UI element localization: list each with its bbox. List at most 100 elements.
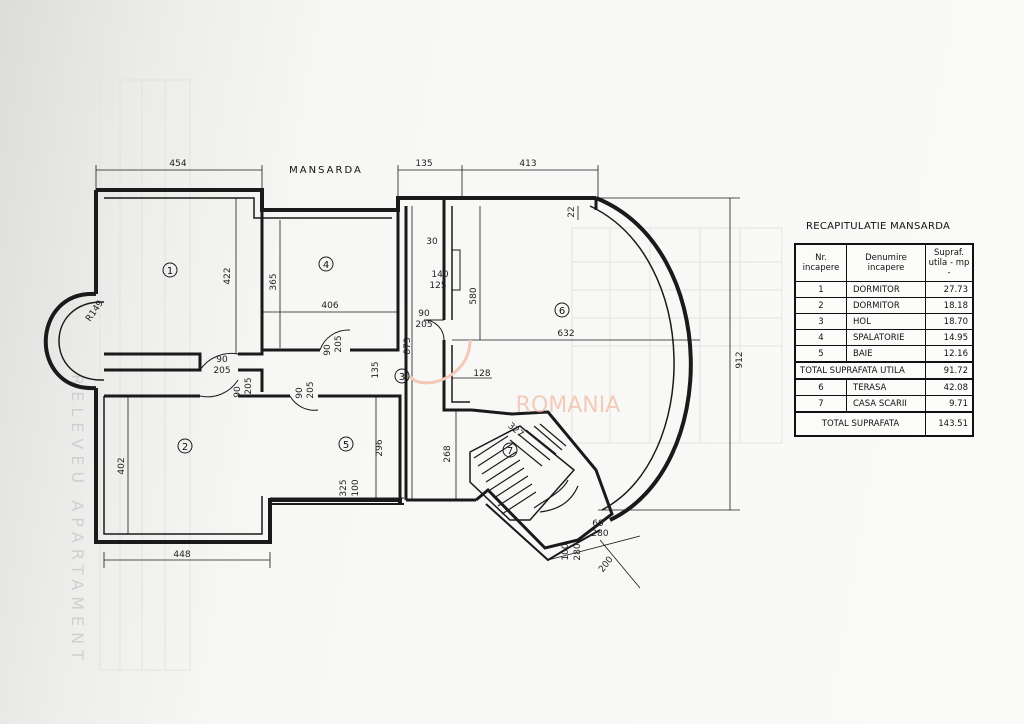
room-6-marker [554, 302, 570, 318]
dim-200: 200 [597, 555, 616, 575]
row-nr: 2 [794, 297, 847, 314]
dim-580: 580 [469, 287, 479, 304]
room-2-number: 2 [182, 442, 188, 453]
row-nr: 5 [794, 345, 847, 363]
dim-60: 60 [592, 519, 604, 529]
row-suprafata: 42.08 [925, 378, 974, 396]
dim-632: 632 [557, 329, 574, 339]
dim-296: 296 [375, 439, 385, 456]
room-1-number: 1 [167, 266, 173, 277]
row-denumire: HOL [846, 313, 926, 330]
dim-454: 454 [169, 159, 186, 169]
room-5-marker [338, 436, 354, 452]
room-7-marker [502, 442, 518, 458]
dim-door-w-hall: 90 [418, 309, 430, 319]
row-suprafata: 14.95 [925, 329, 974, 346]
room-4-marker [318, 256, 334, 272]
row-suprafata: 12.16 [925, 345, 974, 363]
recap-row: 2 DORMITOR 18.18 [794, 297, 974, 314]
row-denumire: CASA SCARII [846, 395, 926, 413]
dim-door-h-r1: 205 [213, 366, 230, 376]
room-7-number: 7 [507, 446, 513, 457]
dim-100-b: 100 [561, 543, 571, 560]
recap-header-row: Nr. incapere Denumire incapere Supraf. u… [794, 243, 974, 282]
room-6-number: 6 [559, 306, 565, 317]
dim-268: 268 [443, 445, 453, 462]
header-denumire: Denumire incapere [846, 243, 926, 282]
dim-door-w-r5: 90 [295, 387, 305, 399]
dim-325: 325 [339, 479, 349, 496]
dim-912: 912 [735, 351, 745, 368]
dim-door-h-r2: 205 [244, 377, 254, 394]
recap-row: 3 HOL 18.70 [794, 313, 974, 330]
recap-total-row: TOTAL SUPRAFATA 143.51 [794, 411, 974, 437]
walls [43, 188, 693, 562]
dim-door-w-r4: 90 [323, 344, 333, 356]
room-3-marker [394, 368, 410, 384]
row-nr: 4 [794, 329, 847, 346]
total-label: TOTAL SUPRAFATA [794, 411, 926, 437]
total-util-label: TOTAL SUPRAFATA UTILA [794, 361, 926, 380]
row-suprafata: 9.71 [925, 395, 974, 413]
dim-30: 30 [426, 237, 438, 247]
dim-406: 406 [321, 301, 338, 311]
dim-135-b: 135 [371, 361, 381, 378]
dim-door-h-r5: 205 [306, 381, 316, 398]
recap-title: RECAPITULATIE MANSARDA [806, 221, 951, 232]
recap-row: 6 TERASA 42.08 [794, 378, 974, 396]
dimension-lines [95, 165, 740, 589]
dim-125: 125 [429, 281, 446, 291]
room-1-marker [162, 262, 178, 278]
row-denumire: SPALATORIE [846, 329, 926, 346]
total-value: 143.51 [925, 411, 974, 437]
row-denumire: BAIE [846, 345, 926, 363]
row-suprafata: 18.70 [925, 313, 974, 330]
dim-door-w-r2: 90 [233, 386, 243, 398]
room-numbers: 1 2 3 4 5 6 7 [167, 260, 565, 457]
plan-title: MANSARDA [289, 165, 363, 176]
row-denumire: DORMITOR [846, 281, 926, 298]
room-4-number: 4 [323, 260, 329, 271]
row-suprafata: 27.73 [925, 281, 974, 298]
room-3-number: 3 [399, 372, 405, 383]
dim-448: 448 [173, 550, 190, 560]
dim-128: 128 [473, 369, 490, 379]
dim-365: 365 [269, 273, 279, 290]
row-suprafata: 18.18 [925, 297, 974, 314]
recap-row: 5 BAIE 12.16 [794, 345, 974, 363]
dim-100: 100 [351, 479, 361, 496]
dim-402: 402 [117, 457, 127, 474]
total-util-value: 91.72 [925, 361, 974, 380]
dim-873: 873 [403, 337, 413, 354]
watermark: ROMANIA [516, 393, 621, 418]
room-markers [162, 256, 570, 458]
stair-steps [469, 423, 579, 521]
row-denumire: TERASA [846, 378, 926, 396]
ghost-table [99, 79, 783, 671]
header-nr: Nr. incapere [794, 243, 847, 282]
row-nr: 1 [794, 281, 847, 298]
row-nr: 7 [794, 395, 847, 413]
dim-280: 280 [591, 529, 608, 539]
dim-280-b: 280 [573, 543, 583, 560]
dim-door-w-r1: 90 [216, 355, 228, 365]
watermark-swoosh [408, 339, 472, 385]
recap-row: 4 SPALATORIE 14.95 [794, 329, 974, 346]
recap-row: 1 DORMITOR 27.73 [794, 281, 974, 298]
dim-door-h-hall: 205 [415, 320, 432, 330]
header-suprafata: Supraf. utila - mp - [925, 243, 974, 282]
doors [199, 249, 461, 411]
dim-422: 422 [223, 267, 233, 284]
dimension-labels: 454 135 413 912 422 R149 365 406 30 140 … [84, 159, 745, 575]
room-2-marker [177, 438, 193, 454]
row-nr: 6 [794, 378, 847, 396]
recap-total-util-row: TOTAL SUPRAFATA UTILA 91.72 [794, 361, 974, 380]
dim-door-h-r4: 205 [334, 335, 344, 352]
recap-table: Nr. incapere Denumire incapere Supraf. u… [794, 243, 974, 437]
dim-413: 413 [519, 159, 536, 169]
dim-22: 22 [567, 206, 577, 217]
side-stamp: RELEVEU APARTAMENT [68, 374, 87, 666]
row-denumire: DORMITOR [846, 297, 926, 314]
